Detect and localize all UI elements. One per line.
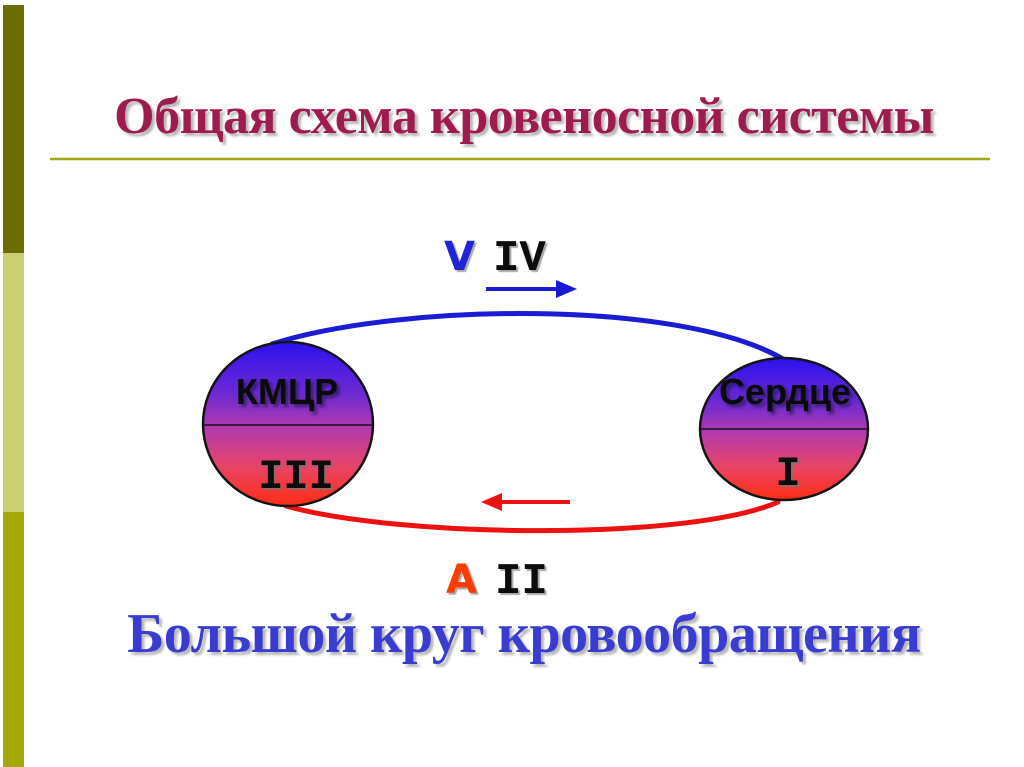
sidebar-band-dark (3, 5, 24, 253)
vein-arrow-head (556, 280, 577, 298)
node-kmcr-numeral: III (258, 453, 334, 501)
node-kmcr-circle (201, 340, 375, 508)
node-kmcr-label: КМЦР (235, 371, 339, 412)
node-heart-numeral: I (775, 450, 801, 498)
slide-title: Общая схема кровеносной системы (114, 88, 934, 145)
sidebar-band-light (3, 253, 24, 512)
slide-caption: Большой круг кровообращения (127, 603, 921, 665)
bottom-flow-numeral: II (494, 557, 548, 607)
bottom-flow-label: A II (446, 560, 548, 604)
vein-letter: V (444, 234, 475, 280)
top-flow-label: V IV (444, 237, 546, 281)
top-flow-numeral: IV (492, 234, 546, 284)
artery-arc (283, 499, 781, 534)
sidebar-band-medium (3, 512, 24, 767)
artery-letter: A (446, 557, 477, 603)
vein-arc (269, 311, 786, 362)
artery-arrow-head (481, 493, 502, 511)
node-heart-label: Сердце (718, 371, 852, 412)
